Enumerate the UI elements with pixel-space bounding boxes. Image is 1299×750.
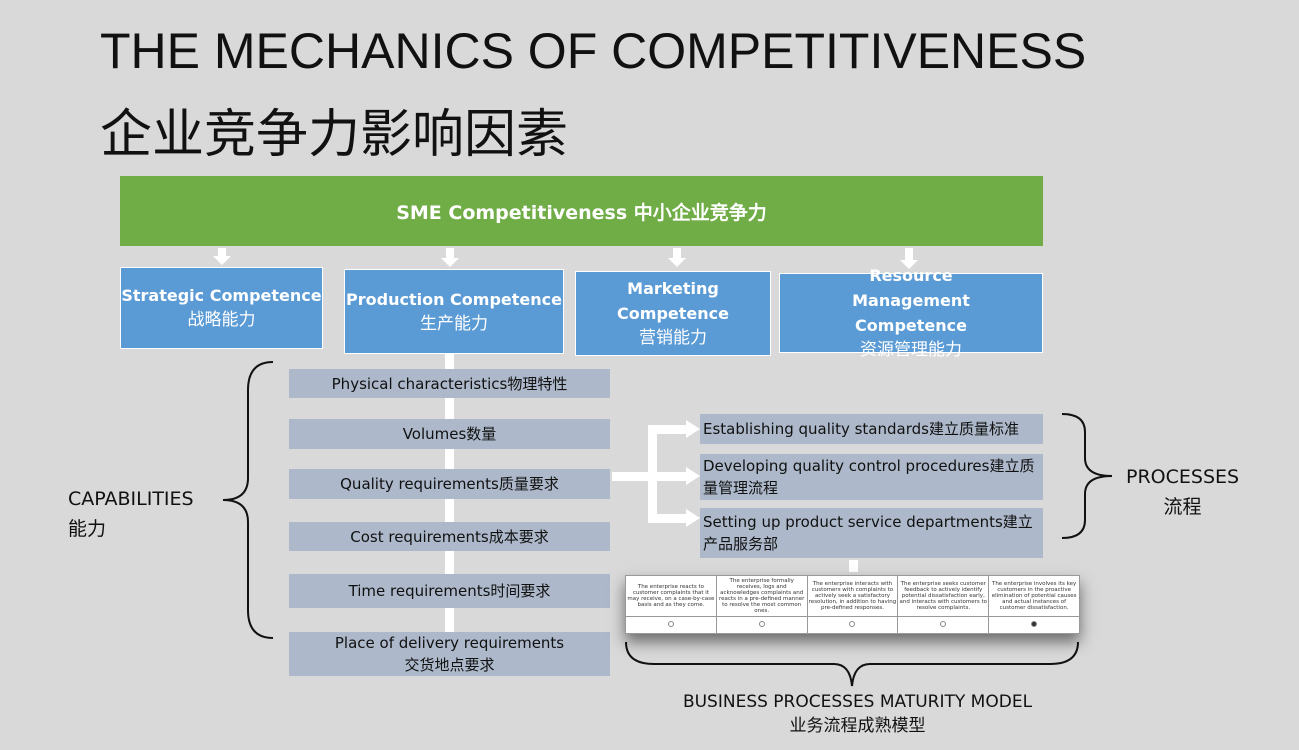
connector-line [612, 472, 652, 481]
connector-line [648, 514, 688, 523]
maturity-model-brace [625, 641, 1079, 687]
maturity-model-table: The enterprise reacts to customer compla… [625, 575, 1080, 634]
capability-item: Physical characteristics物理特性 [289, 369, 610, 398]
radio-icon [1031, 621, 1038, 627]
processes-brace [1061, 413, 1113, 539]
arrow-right [686, 509, 700, 527]
maturity-level-description: The enterprise involves its key customer… [988, 575, 1080, 617]
maturity-level-description: The enterprise reacts to customer compla… [625, 575, 717, 617]
maturity-level-description: The enterprise interacts with customers … [806, 575, 899, 617]
capability-item: Cost requirements成本要求 [289, 522, 610, 551]
process-item: Setting up product service departments建立… [700, 508, 1043, 558]
connector-line [648, 472, 688, 481]
radio-icon [667, 621, 674, 627]
connector-line [648, 425, 688, 434]
maturity-level-description: The enterprise formally receives, logs a… [715, 575, 808, 617]
arrow-down [441, 248, 459, 267]
arrow-down [668, 248, 686, 267]
maturity-level-radio[interactable] [625, 616, 717, 634]
title-en: THE MECHANICS OF COMPETITIVENESS [100, 23, 1087, 79]
maturity-level-radio[interactable] [897, 616, 990, 634]
arrow-down [900, 248, 918, 269]
process-item: Developing quality control procedures建立质… [700, 454, 1043, 500]
process-item: Establishing quality standards建立质量标准 [700, 414, 1043, 444]
capability-item: Place of delivery requirements 交货地点要求 [289, 632, 610, 676]
maturity-level-radio[interactable] [715, 616, 808, 634]
radio-icon [940, 621, 947, 627]
capability-item: Time requirements时间要求 [289, 574, 610, 608]
maturity-level-radio[interactable] [988, 616, 1080, 634]
maturity-level-description: The enterprise seeks customer feedback t… [897, 575, 990, 617]
arrow-down [213, 248, 231, 265]
radio-icon [758, 621, 765, 627]
root-box: SME Competitiveness 中小企业竞争力 [120, 176, 1043, 246]
capability-item: Quality requirements质量要求 [289, 469, 610, 499]
maturity-level-radio[interactable] [806, 616, 899, 634]
capabilities-brace [222, 361, 274, 639]
arrow-right [686, 420, 700, 438]
title-zh: 企业竞争力影响因素 [100, 105, 569, 165]
arrow-right [686, 467, 700, 485]
capability-item: Volumes数量 [289, 419, 610, 449]
connector-line [849, 560, 858, 572]
radio-icon [849, 621, 856, 627]
